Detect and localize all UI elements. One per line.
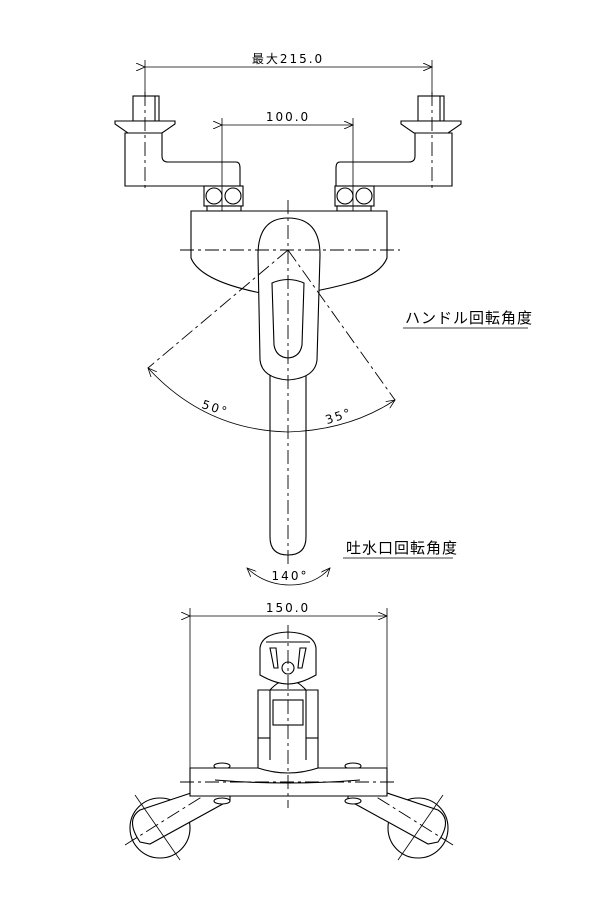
handle-rotation-label: ハンドル回転角度 [405,309,533,327]
base-bar [180,762,397,805]
dimension-max-width: 最大215.0 [145,52,432,100]
right-inlet-fitting [334,95,462,212]
max-width-label: 最大215.0 [252,52,324,66]
spout-rotation-angle: 140° [247,568,330,586]
handle-right-angle: 35° [324,405,354,427]
handle-rotation-angle: 50° 35° [148,249,395,433]
lever-handle [257,217,321,381]
bottom-width-label: 150.0 [266,601,310,615]
spout-rotation-label: 吐水口回転角度 [346,539,458,557]
center-lines-top [144,92,433,565]
spout-angle-label: 140° [272,569,309,583]
inlet-pitch-label: 100.0 [266,110,310,124]
left-inlet-fitting [114,95,244,212]
handle-left-angle: 50° [200,397,230,419]
dimension-bottom-width: 150.0 [190,601,387,790]
